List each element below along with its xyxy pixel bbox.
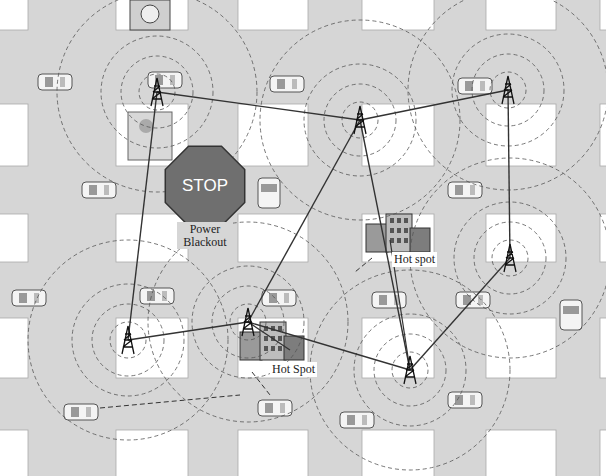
- car: [340, 412, 374, 428]
- car: [372, 292, 406, 308]
- wireless-link: [360, 90, 508, 120]
- client-link: [252, 372, 270, 395]
- cars: [12, 72, 582, 428]
- car: [64, 404, 98, 420]
- city-block: [486, 318, 556, 378]
- city-block: [362, 318, 434, 378]
- hot-spot-link: [248, 322, 290, 350]
- car: [38, 74, 72, 90]
- car: [448, 182, 482, 198]
- backbone-links: [128, 90, 510, 370]
- city-block: [0, 104, 28, 166]
- hot-spot-label: Hot Spot: [270, 362, 317, 377]
- wireless-link: [410, 258, 510, 370]
- city-block: [600, 430, 606, 476]
- car: [12, 290, 46, 306]
- city-block: [486, 104, 556, 166]
- city-block: [116, 430, 188, 476]
- city-block: [116, 0, 188, 30]
- antenna-towers: [122, 76, 516, 384]
- city-block: [238, 104, 308, 166]
- car: [458, 78, 492, 94]
- antenna-tower: [242, 308, 254, 336]
- sign-caption: Power Blackout: [177, 222, 233, 249]
- city-block: [0, 0, 28, 30]
- hot-spot-label: Hot spot: [392, 252, 437, 267]
- antenna-tower: [354, 106, 366, 134]
- wireless-link: [360, 120, 410, 370]
- city-block: [600, 318, 606, 378]
- hot-spot-buildings: [240, 322, 304, 360]
- car: [560, 300, 582, 330]
- stop-sign-node: STOP Power Blackout: [166, 154, 244, 250]
- city-block: [486, 0, 556, 30]
- wireless-link: [248, 120, 360, 322]
- sign-text: STOP: [166, 154, 244, 218]
- car: [270, 76, 304, 92]
- illustrations: [128, 0, 430, 360]
- antenna-tower: [122, 326, 134, 354]
- person-picture: [130, 0, 170, 30]
- city-block: [486, 430, 556, 476]
- wireless-link: [157, 92, 360, 120]
- wireless-link: [128, 322, 248, 340]
- city-block: [0, 214, 28, 262]
- antenna-tower: [502, 76, 514, 104]
- wireless-link: [508, 90, 510, 258]
- city-block: [0, 318, 28, 378]
- city-block: [362, 0, 434, 30]
- car: [258, 178, 280, 208]
- city-block: [116, 318, 188, 378]
- city-block: [486, 214, 556, 262]
- hot-spot-buildings: [366, 214, 430, 252]
- car: [258, 400, 292, 416]
- antenna-tower: [504, 244, 516, 272]
- client-link: [100, 395, 240, 408]
- client-link: [355, 258, 372, 272]
- wireless-link: [128, 92, 157, 340]
- city-block: [600, 0, 606, 30]
- city-block: [238, 214, 308, 262]
- city-block: [0, 430, 28, 476]
- antenna-tower: [151, 78, 163, 106]
- city-block: [362, 104, 434, 166]
- city-block: [238, 430, 308, 476]
- city-block: [238, 0, 308, 30]
- coverage-circles: [28, 0, 606, 470]
- antenna-tower: [404, 356, 416, 384]
- car: [82, 182, 116, 198]
